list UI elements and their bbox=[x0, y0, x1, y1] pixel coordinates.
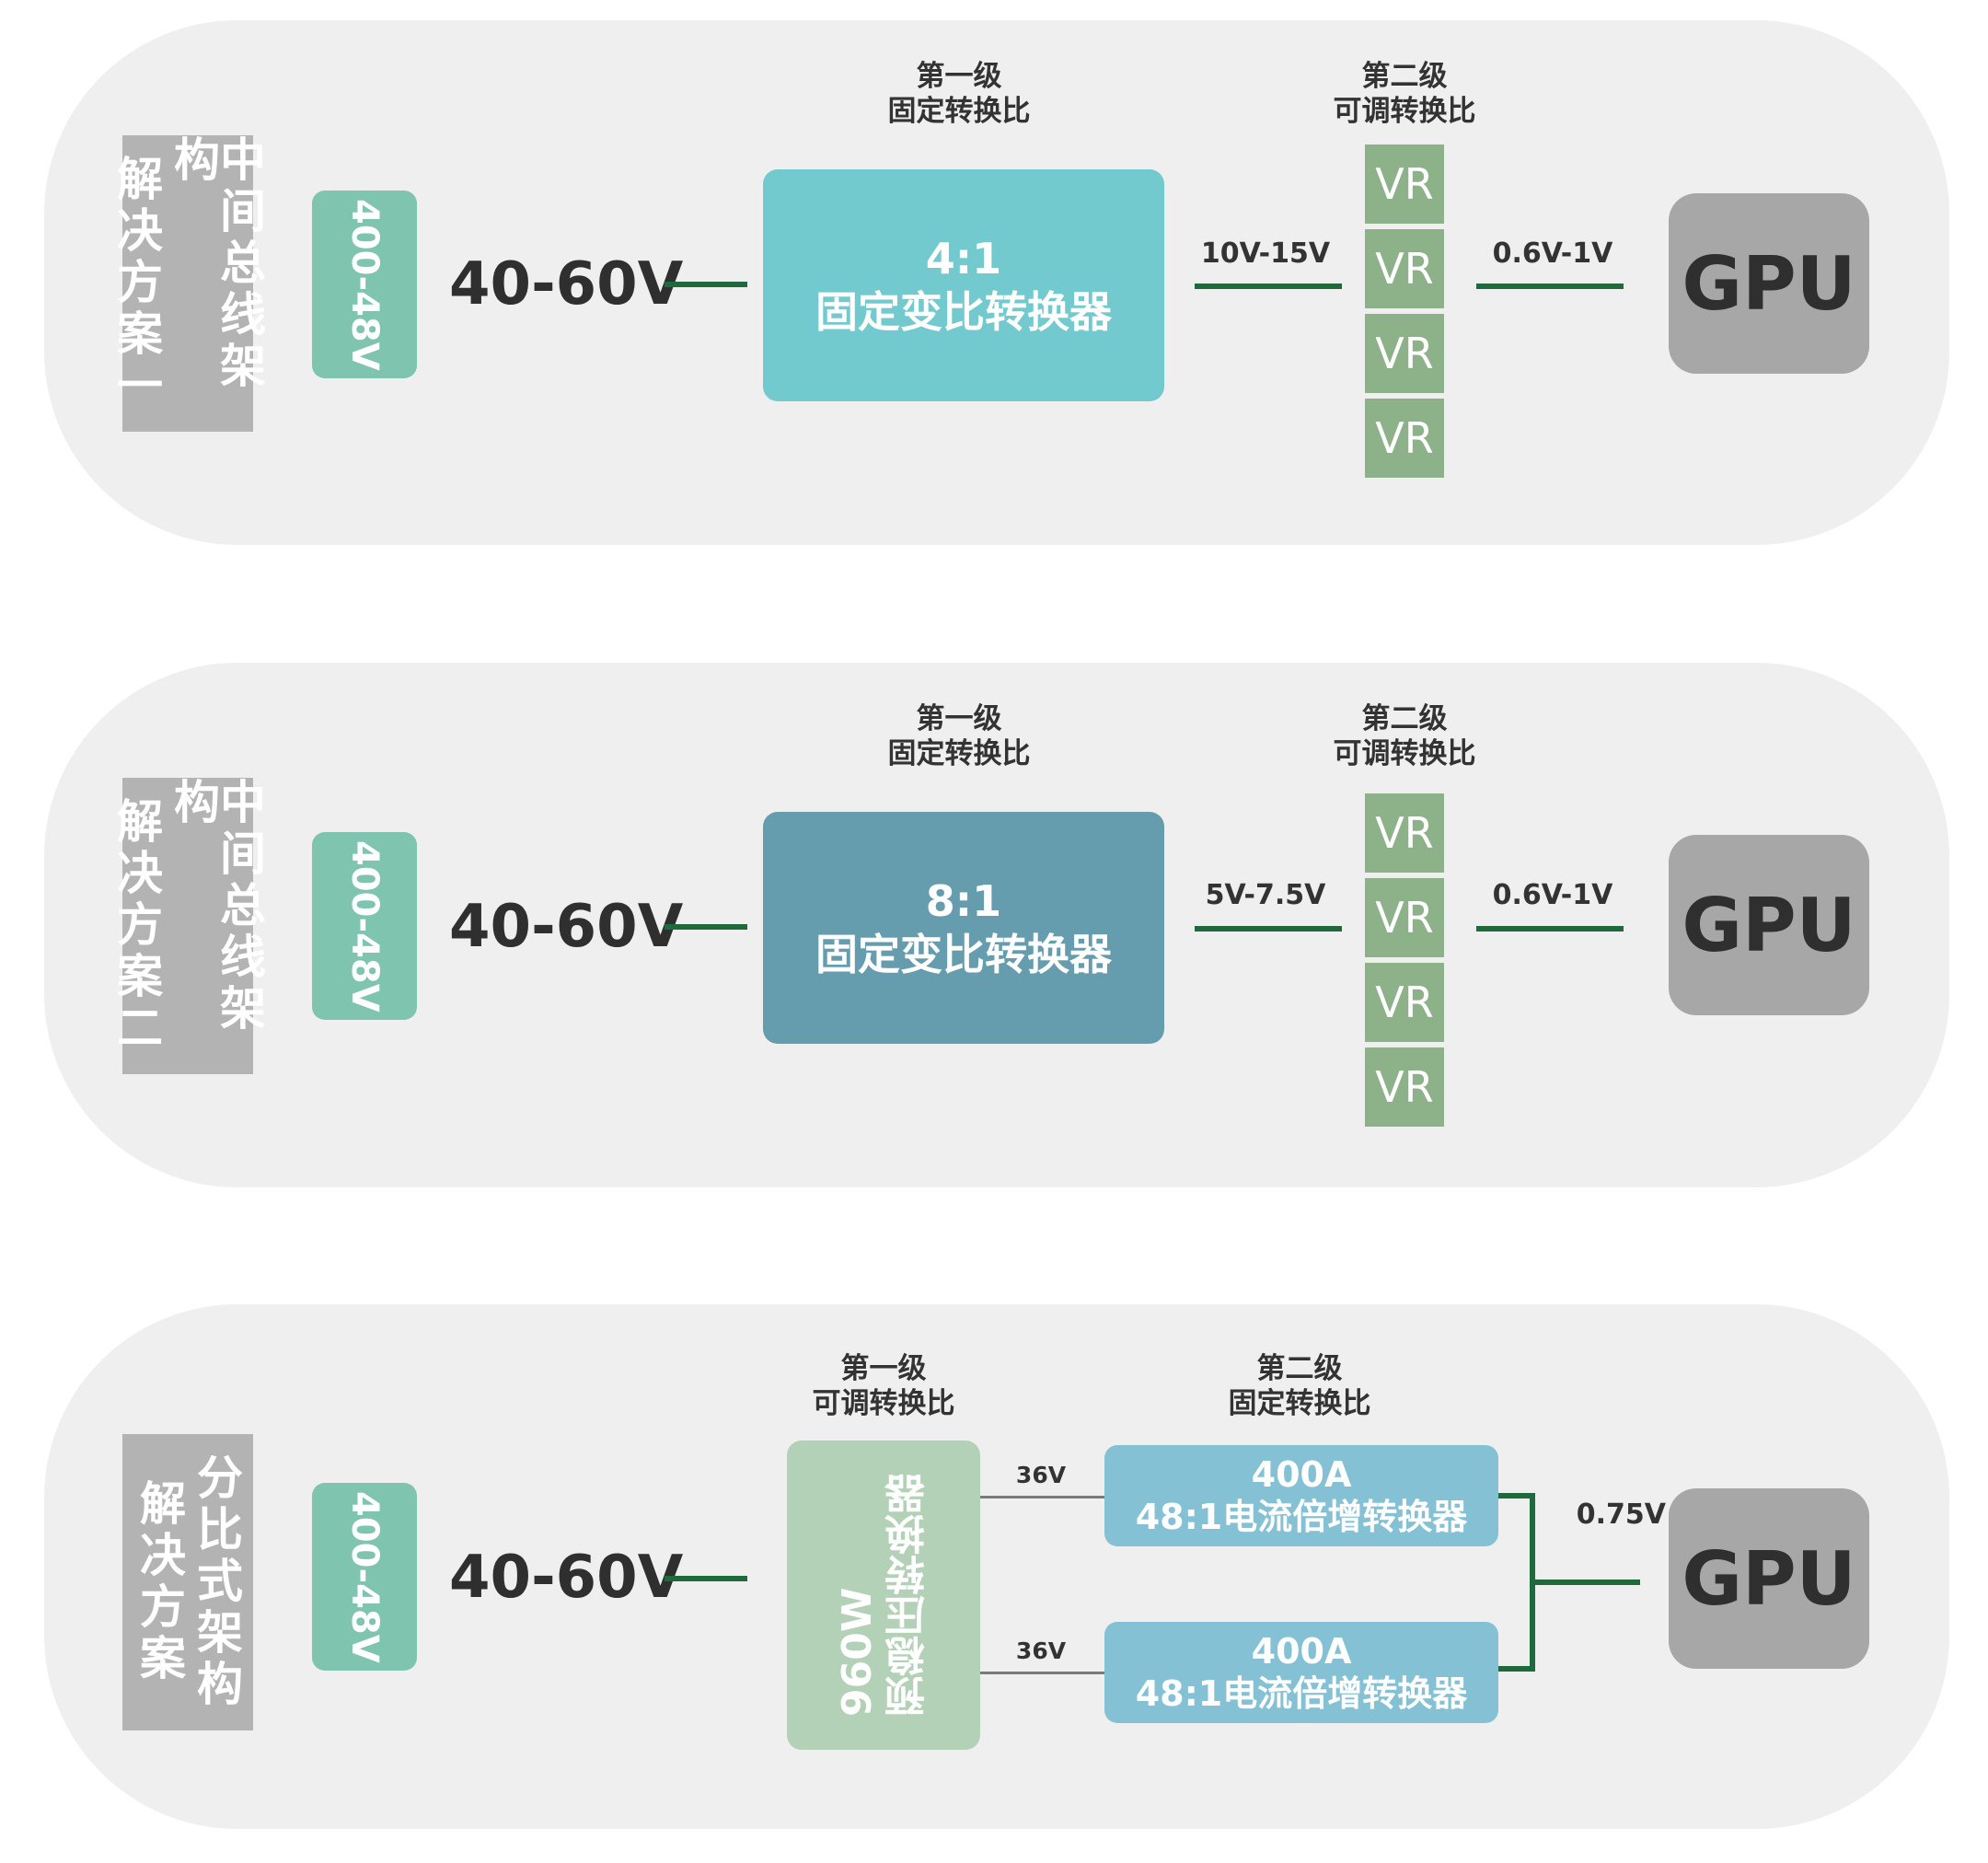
input-voltage-box-1: 400-48V bbox=[312, 191, 417, 378]
bus-voltage-label-3: 40-60V bbox=[449, 1544, 684, 1612]
converter-name: 固定变比转换器 bbox=[815, 930, 1112, 979]
converter-ratio: 4:1 bbox=[925, 234, 1002, 284]
connector-line bbox=[1530, 1580, 1640, 1585]
input-voltage-label: 400-48V bbox=[343, 198, 386, 371]
preregulator-power: 960W bbox=[834, 1587, 881, 1717]
branch-voltage-label: 36V bbox=[1015, 1462, 1067, 1488]
architecture-label-line-1: 分比式架构 bbox=[190, 1453, 243, 1711]
output-voltage-label-3: 0.75V bbox=[1576, 1498, 1666, 1531]
connector-line bbox=[1195, 284, 1342, 289]
connector-line bbox=[1476, 926, 1624, 932]
vr-block: VR bbox=[1365, 145, 1444, 224]
vr-block: VR bbox=[1365, 1047, 1444, 1127]
connector-line bbox=[665, 282, 747, 287]
fixed-ratio-converter-1: 4:1 固定变比转换器 bbox=[763, 169, 1164, 401]
converter-ratio: 8:1 bbox=[925, 876, 1002, 926]
architecture-label-line-1: 中间总线架构 bbox=[167, 778, 266, 1036]
branch-line bbox=[980, 1672, 1104, 1674]
branch-voltage-label: 36V bbox=[1015, 1637, 1067, 1664]
connector-line bbox=[665, 1576, 747, 1581]
architecture-label-2: 中间总线架构 解决方案二 bbox=[110, 778, 266, 1074]
vr-block: VR bbox=[1365, 793, 1444, 873]
multiplier-name: 48:1电流倍增转换器 bbox=[1135, 1497, 1468, 1537]
vr-block: VR bbox=[1365, 878, 1444, 957]
combiner-line bbox=[1498, 1666, 1532, 1672]
gpu-block-1: GPU bbox=[1669, 193, 1869, 374]
stage2-subtitle: 可调转换比 bbox=[1333, 737, 1476, 770]
gpu-block-3: GPU bbox=[1669, 1488, 1869, 1669]
stage2-heading-3: 第二级 固定转换比 bbox=[1189, 1351, 1410, 1421]
stage1-heading-3: 第一级 可调转换比 bbox=[773, 1351, 994, 1421]
stage2-title: 第二级 bbox=[1361, 60, 1448, 93]
stage2-heading-1: 第二级 可调转换比 bbox=[1294, 59, 1515, 129]
stage2-subtitle: 固定转换比 bbox=[1228, 1387, 1371, 1420]
mid-voltage-label-1: 10V-15V bbox=[1200, 237, 1331, 270]
input-voltage-label: 400-48V bbox=[343, 839, 386, 1012]
stage2-subtitle: 可调转换比 bbox=[1333, 95, 1476, 128]
preregulator-name: 预稳压转换器 bbox=[885, 1474, 932, 1717]
stage2-title: 第二级 bbox=[1361, 702, 1448, 735]
stage1-subtitle: 固定转换比 bbox=[887, 95, 1031, 128]
connector-line bbox=[1195, 926, 1342, 932]
stage1-title: 第一级 bbox=[916, 702, 1002, 735]
stage2-title: 第二级 bbox=[1256, 1352, 1343, 1385]
stage1-subtitle: 可调转换比 bbox=[812, 1387, 955, 1420]
architecture-label-line-2: 解决方案二 bbox=[110, 797, 163, 1055]
vr-block: VR bbox=[1365, 963, 1444, 1042]
stage1-heading-1: 第一级 固定转换比 bbox=[849, 59, 1069, 129]
connector-line bbox=[1476, 284, 1624, 289]
multiplier-current: 400A bbox=[1251, 1454, 1352, 1495]
multiplier-current: 400A bbox=[1251, 1631, 1352, 1672]
input-voltage-label: 400-48V bbox=[343, 1490, 386, 1663]
converter-name: 固定变比转换器 bbox=[815, 287, 1112, 337]
gpu-block-2: GPU bbox=[1669, 835, 1869, 1015]
stage1-heading-2: 第一级 固定转换比 bbox=[849, 701, 1069, 771]
vr-block: VR bbox=[1365, 314, 1444, 393]
bus-voltage-label-2: 40-60V bbox=[449, 893, 684, 961]
architecture-label-1: 中间总线架构 解决方案一 bbox=[110, 135, 266, 432]
multiplier-name: 48:1电流倍增转换器 bbox=[1135, 1673, 1468, 1714]
combiner-line bbox=[1498, 1493, 1532, 1498]
bus-voltage-label-1: 40-60V bbox=[449, 250, 684, 318]
fixed-ratio-converter-2: 8:1 固定变比转换器 bbox=[763, 812, 1164, 1044]
stage1-title: 第一级 bbox=[916, 60, 1002, 93]
current-multiplier-2: 400A 48:1电流倍增转换器 bbox=[1104, 1622, 1498, 1723]
architecture-label-3: 分比式架构 解决方案 bbox=[122, 1434, 253, 1730]
input-voltage-box-3: 400-48V bbox=[312, 1483, 417, 1671]
branch-line bbox=[980, 1496, 1104, 1498]
architecture-label-line-1: 中间总线架构 bbox=[167, 135, 266, 393]
output-voltage-label-1: 0.6V-1V bbox=[1492, 237, 1613, 270]
stage1-subtitle: 固定转换比 bbox=[887, 737, 1031, 770]
preregulator-converter: 960W 预稳压转换器 bbox=[787, 1441, 980, 1750]
stage1-title: 第一级 bbox=[840, 1352, 927, 1385]
connector-line bbox=[665, 924, 747, 930]
stage2-heading-2: 第二级 可调转换比 bbox=[1294, 701, 1515, 771]
input-voltage-box-2: 400-48V bbox=[312, 832, 417, 1020]
architecture-label-line-2: 解决方案一 bbox=[110, 155, 163, 412]
current-multiplier-1: 400A 48:1电流倍增转换器 bbox=[1104, 1445, 1498, 1546]
architecture-label-line-2: 解决方案 bbox=[133, 1479, 186, 1685]
vr-block: VR bbox=[1365, 399, 1444, 478]
mid-voltage-label-2: 5V-7.5V bbox=[1205, 879, 1326, 911]
vr-block: VR bbox=[1365, 229, 1444, 308]
output-voltage-label-2: 0.6V-1V bbox=[1492, 879, 1613, 911]
